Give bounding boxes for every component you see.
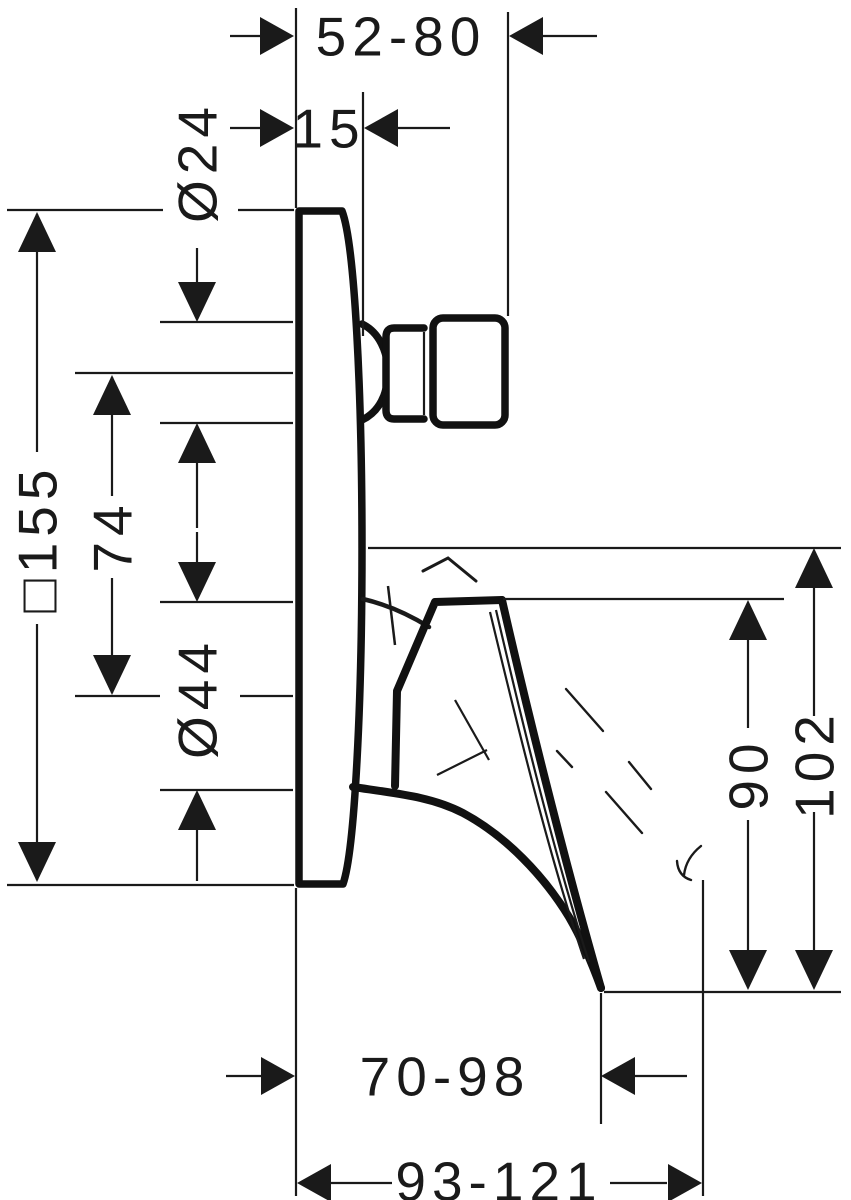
arrowhead-left <box>509 17 543 55</box>
arrowhead-right <box>260 17 294 55</box>
arrowhead-right <box>260 109 294 147</box>
dim-port-diameter: Ø44 <box>160 532 293 881</box>
sleeve-tick <box>386 585 397 646</box>
dim-label-lever-drop: 90 <box>717 737 779 810</box>
dim-label-lever-reach: 70-98 <box>360 1045 531 1107</box>
arrowhead-left <box>297 1164 331 1200</box>
dim-lever-drop: 90 <box>503 597 784 990</box>
dim-installation-depth: 52-80 <box>230 5 597 316</box>
dashed-tip-arc <box>675 859 693 882</box>
handle-body-outline <box>391 596 506 790</box>
dim-lever-drop-max: 102 <box>368 546 845 994</box>
dim-label-axis-distance: 74 <box>81 499 143 572</box>
dim-plate-size: □155 <box>6 208 294 887</box>
motion-chevron <box>421 556 478 583</box>
dim-label-lever-reach-max: 93-121 <box>395 1150 602 1200</box>
lever-highlight-2 <box>488 611 586 960</box>
arrowhead-left <box>364 109 398 147</box>
arrowhead-up <box>795 548 833 588</box>
arrowhead-up <box>18 212 56 252</box>
arrowhead-down <box>93 655 131 695</box>
dim-plate-thickness: 15 <box>230 92 450 336</box>
dim-label-plate-size: □155 <box>6 464 68 613</box>
arrowhead-down <box>178 282 216 322</box>
lever-alt-position-dashed <box>555 687 703 882</box>
arrowhead-up <box>178 423 216 463</box>
dim-axis-distance: 74 <box>75 371 293 698</box>
arrowhead-right <box>261 1057 295 1095</box>
arrowhead-down <box>178 562 216 602</box>
lever-highlight-1 <box>494 609 591 963</box>
dash-segment <box>564 687 605 733</box>
arrowhead-left <box>601 1057 635 1095</box>
sleeve-arc <box>360 596 432 630</box>
dim-label-cap-diameter: Ø24 <box>166 101 228 223</box>
dim-label-plate-thickness: 15 <box>292 97 365 159</box>
dash-segment <box>604 790 644 835</box>
dash-segment <box>627 760 653 791</box>
dim-lever-reach-max: 93-121 <box>297 880 705 1200</box>
body-reflection-2 <box>436 749 488 776</box>
stopper-cap <box>429 314 509 429</box>
arrowhead-right <box>668 1164 702 1200</box>
dim-label-lever-drop-max: 102 <box>783 709 845 819</box>
arrowhead-up <box>93 375 131 415</box>
cartridge-neck <box>382 324 428 423</box>
escutcheon-plate <box>295 207 366 888</box>
arrowhead-up <box>178 790 216 830</box>
dash-segment <box>555 749 574 769</box>
arrowhead-down <box>18 842 56 882</box>
body-reflection-1 <box>454 699 490 761</box>
arrowhead-down <box>795 950 833 990</box>
dim-cap-diameter: Ø24 <box>160 101 293 528</box>
arrowhead-up <box>729 600 767 640</box>
dim-label-port-diameter: Ø44 <box>166 637 228 759</box>
fixture-body <box>295 207 605 992</box>
lever-front-edge <box>498 596 605 992</box>
arrowhead-down <box>729 950 767 990</box>
dim-label-installation-depth: 52-80 <box>316 5 487 67</box>
lever-back-sweep <box>349 783 605 992</box>
dim-lever-reach: 70-98 <box>226 888 687 1196</box>
dashed-tip-arc <box>682 844 703 877</box>
